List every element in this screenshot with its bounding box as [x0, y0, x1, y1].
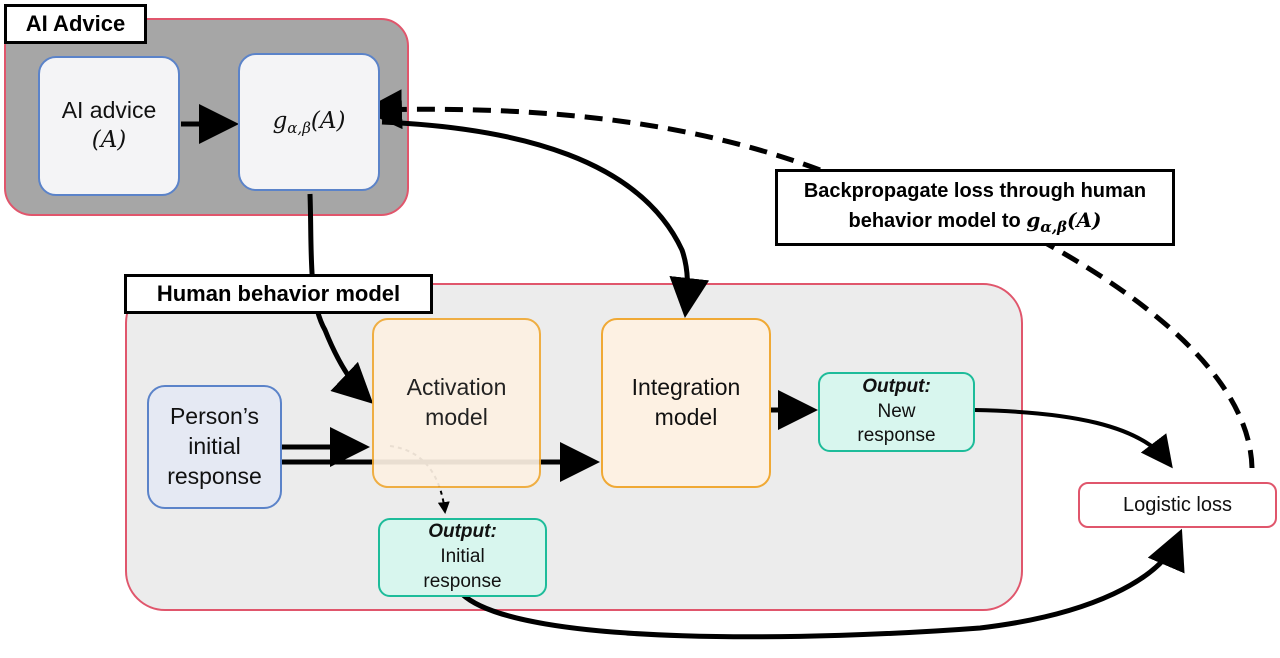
- edge-output-initial-to-loss: [460, 528, 1185, 640]
- ai-advice-node: AI advice (A): [38, 56, 180, 196]
- backprop-annotation: Backpropagate loss through human behavio…: [775, 169, 1175, 246]
- integration-model-node: Integration model: [601, 318, 771, 488]
- edge-backprop-loss-to-g: [1038, 237, 1255, 469]
- edge-g-to-integration: [381, 119, 710, 318]
- edge-output-new-to-loss: [974, 408, 1173, 469]
- ai-advice-title: AI Advice: [4, 4, 147, 44]
- logistic-loss-node: Logistic loss: [1078, 482, 1277, 528]
- human-behavior-title: Human behavior model: [124, 274, 433, 314]
- output-new-response-node: Output: New response: [818, 372, 975, 452]
- initial-response-node: Person’s initial response: [147, 385, 282, 509]
- edge-backprop-to-g-upper: [362, 89, 821, 173]
- g-function-node: gα,β(A): [238, 53, 380, 191]
- backprop-annotation-line2: behavior model to gα,β(A): [848, 207, 1102, 236]
- activation-model-node: Activation model: [372, 318, 541, 488]
- g-function-label: gα,β(A): [272, 107, 346, 137]
- edge-g-to-activation: [307, 193, 374, 404]
- output-initial-response-node: Output: Initial response: [378, 518, 547, 597]
